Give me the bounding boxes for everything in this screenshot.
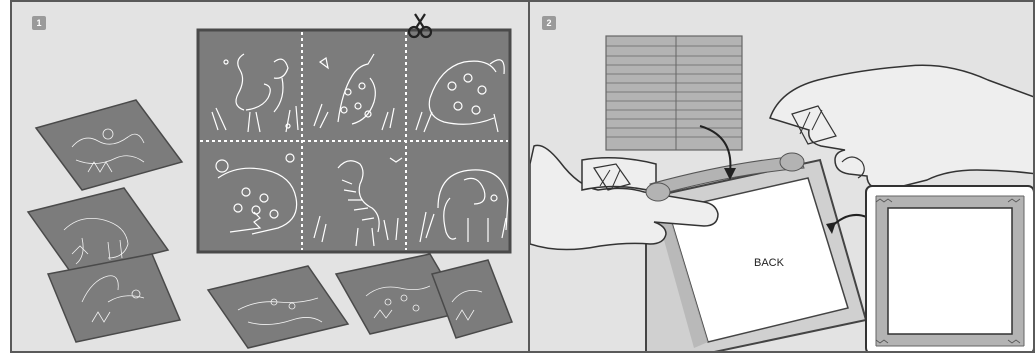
step-2-panel: 2 xyxy=(528,0,1035,353)
step-2-illustration: BACK xyxy=(530,2,1035,353)
back-label: BACK xyxy=(754,257,785,269)
taped-frame-closeup xyxy=(866,186,1034,353)
step-1-panel: 1 xyxy=(10,0,530,353)
cut-card-stack-bottom xyxy=(208,254,512,348)
tape-strip-sheet xyxy=(606,36,742,150)
step-1-illustration xyxy=(12,2,530,353)
uncut-sheet xyxy=(198,30,510,252)
cut-card-stack-left xyxy=(28,100,182,342)
